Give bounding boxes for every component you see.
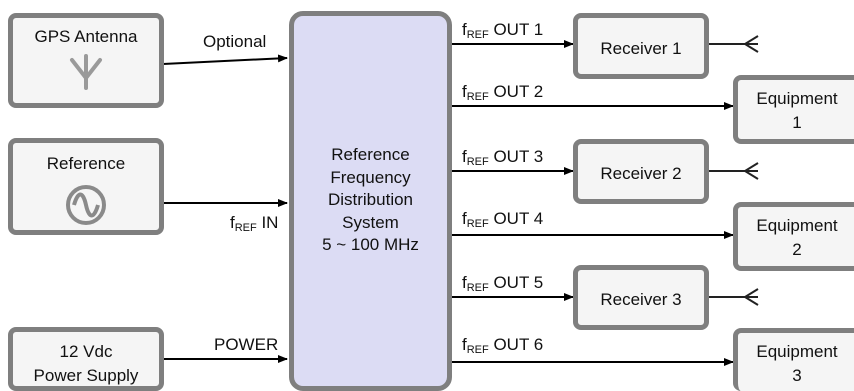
equipment-3-line2: 3: [792, 366, 802, 385]
receiver-1-box: Receiver 1: [573, 13, 709, 79]
sine-wave-icon: [66, 185, 106, 225]
gps-antenna-label: GPS Antenna: [34, 27, 138, 46]
fref-in-label: fREF IN: [230, 213, 279, 234]
system-line-1: Reference: [331, 145, 410, 164]
equipment-3-box: Equipment 3: [733, 328, 854, 391]
equipment-1-line2: 1: [792, 113, 802, 132]
equipment-2-line2: 2: [792, 240, 802, 259]
receiver-3-box: Receiver 3: [573, 265, 709, 330]
equipment-1-box: Equipment 1: [733, 75, 854, 144]
out5-label: fREF OUT 5: [462, 273, 544, 294]
out2-label: fREF OUT 2: [462, 82, 544, 103]
reference-label: Reference: [46, 154, 126, 173]
optional-link-line: [162, 54, 288, 65]
gps-antenna-box: GPS Antenna: [8, 13, 164, 108]
out6-label: fREF OUT 6: [462, 335, 544, 356]
power-supply-line1: 12 Vdc: [59, 342, 113, 361]
receiver-2-box: Receiver 2: [573, 139, 709, 204]
system-line-3: Distribution: [327, 190, 414, 209]
out3-label: fREF OUT 3: [462, 147, 544, 168]
equipment-3-line1: Equipment: [756, 342, 838, 361]
optional-label: Optional: [203, 32, 267, 51]
system-line-2: Frequency: [330, 167, 411, 187]
antenna-icon: [70, 54, 102, 90]
receiver-2-antenna-icon: [707, 162, 759, 180]
out1-label: fREF OUT 1: [462, 20, 544, 41]
equipment-2-box: Equipment 2: [733, 202, 854, 271]
power-label: POWER: [214, 335, 279, 354]
receiver-1-antenna-icon: [707, 35, 759, 53]
equipment-1-line1: Equipment: [756, 89, 838, 108]
system-line-5: 5 ~ 100 MHz: [322, 235, 419, 254]
system-title: Reference Frequency Distribution System …: [294, 144, 447, 257]
system-line-4: System: [342, 212, 399, 232]
receiver-2-label: Receiver 2: [600, 164, 682, 183]
power-supply-line2: Power Supply: [33, 366, 139, 385]
distribution-system-box: Reference Frequency Distribution System …: [289, 11, 452, 391]
reference-box: Reference: [8, 138, 164, 235]
equipment-2-line1: Equipment: [756, 216, 838, 235]
power-supply-box: 12 Vdc Power Supply: [8, 327, 164, 391]
receiver-3-label: Receiver 3: [600, 290, 682, 309]
receiver-3-antenna-icon: [707, 288, 759, 306]
receiver-1-label: Receiver 1: [600, 39, 682, 58]
out4-label: fREF OUT 4: [462, 209, 544, 230]
